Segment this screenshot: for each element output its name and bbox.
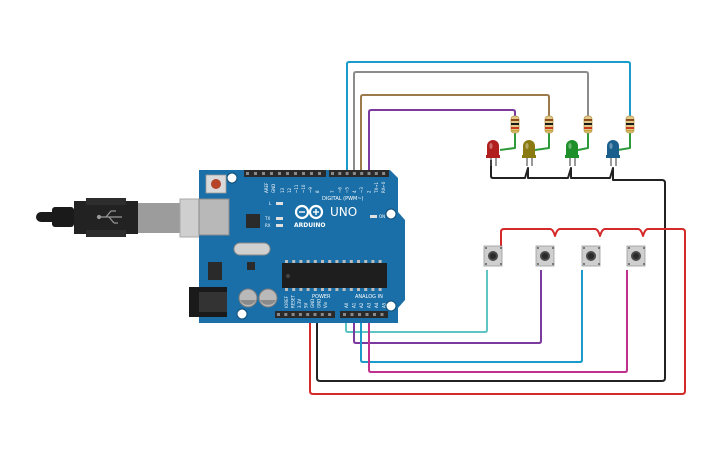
wire-gray-to-green-led[interactable] bbox=[353, 71, 589, 172]
voltage-regulator bbox=[208, 262, 222, 280]
wire-green-yellow-led bbox=[534, 133, 550, 151]
board-brand: ARDUINO bbox=[294, 222, 325, 229]
digital-pin-label: 2 bbox=[367, 190, 372, 193]
digital-pin-label: 12 bbox=[287, 187, 292, 193]
l-label: L bbox=[269, 201, 272, 206]
leds bbox=[486, 140, 620, 166]
on-label: ON bbox=[379, 214, 385, 219]
wire-green-red-led bbox=[499, 133, 516, 151]
digital-header-right[interactable] bbox=[329, 170, 389, 177]
digital-pin-label: ~9 bbox=[308, 187, 313, 193]
blue-led[interactable] bbox=[606, 140, 620, 166]
push-button[interactable] bbox=[483, 245, 503, 267]
power-pin-label: Vin bbox=[323, 301, 328, 308]
push-buttons bbox=[483, 245, 646, 267]
digital-pin-label: ~5 bbox=[345, 187, 350, 193]
push-button[interactable] bbox=[626, 245, 646, 267]
analog-pin-label: A1 bbox=[352, 302, 357, 308]
resistor[interactable] bbox=[583, 115, 593, 134]
digital-pin-label: 7 bbox=[330, 190, 335, 193]
resistor[interactable] bbox=[510, 115, 520, 134]
digital-pin-label: 13 bbox=[280, 187, 285, 193]
power-label: POWER bbox=[312, 294, 331, 300]
analog-in-label: ANALOG IN bbox=[355, 294, 383, 300]
wire-brown-to-yellow-led[interactable] bbox=[360, 94, 550, 172]
mounting-hole bbox=[385, 300, 397, 312]
resistor[interactable] bbox=[544, 115, 554, 134]
resistors bbox=[510, 115, 635, 134]
mounting-hole bbox=[385, 208, 397, 220]
led-on-indicator bbox=[370, 215, 377, 218]
usb-port bbox=[198, 198, 230, 236]
digital-pin-label: RX←0 bbox=[381, 181, 386, 193]
gnd-label: GND bbox=[271, 184, 276, 193]
analog-pin-label: A4 bbox=[374, 302, 379, 308]
digital-pin-label: ~6 bbox=[337, 187, 342, 193]
power-pin-label: IOREF bbox=[284, 295, 289, 308]
led-l-indicator bbox=[276, 202, 283, 205]
wire-purple-to-red-led[interactable] bbox=[368, 109, 516, 172]
wire-red-5v-rail[interactable] bbox=[309, 228, 686, 395]
atmega-chip bbox=[282, 260, 387, 291]
digital-pin-label: TX→1 bbox=[374, 181, 379, 194]
analog-pin-label: A2 bbox=[359, 302, 364, 308]
wire-blue-a2[interactable] bbox=[360, 270, 583, 363]
digital-pin-label: ~3 bbox=[359, 187, 364, 193]
wire-purple-a1[interactable] bbox=[353, 270, 542, 344]
wire-magenta-a3[interactable] bbox=[368, 270, 628, 373]
digital-header-left[interactable] bbox=[244, 170, 326, 177]
wire-black-led-ground[interactable] bbox=[316, 160, 666, 382]
digital-pin-label: ~11 bbox=[294, 184, 299, 193]
board-model: UNO bbox=[330, 205, 357, 219]
usb-chip bbox=[246, 214, 260, 228]
aref-label: AREF bbox=[264, 182, 269, 193]
wire-green-green-led bbox=[577, 133, 589, 151]
mounting-hole bbox=[236, 308, 248, 320]
power-header[interactable] bbox=[275, 311, 335, 318]
analog-pin-label: A5 bbox=[382, 302, 387, 308]
green-led[interactable] bbox=[565, 140, 579, 166]
power-pin-label: GND bbox=[317, 299, 322, 308]
usb-icon bbox=[96, 210, 122, 224]
power-jack[interactable] bbox=[189, 287, 227, 317]
wire-blue-to-blue-led[interactable] bbox=[346, 61, 631, 172]
led-tx-indicator bbox=[276, 217, 283, 220]
crystal-oscillator bbox=[233, 242, 271, 256]
mounting-hole bbox=[226, 172, 238, 184]
rx-label: RX bbox=[265, 223, 271, 228]
digital-pin-label: 4 bbox=[352, 190, 357, 193]
red-led[interactable] bbox=[486, 140, 500, 166]
tx-label: TX bbox=[264, 216, 270, 221]
yellow-led[interactable] bbox=[522, 140, 536, 166]
wire-green-blue-led bbox=[617, 133, 631, 151]
digital-pin-label: 8 bbox=[315, 190, 320, 193]
digital-pin-label: ~10 bbox=[301, 184, 306, 193]
wires bbox=[309, 61, 686, 395]
reset-button[interactable] bbox=[205, 174, 227, 194]
power-pin-label: GND bbox=[310, 299, 315, 308]
digital-pwm-label: DIGITAL (PWM~) bbox=[322, 196, 364, 202]
analog-header[interactable] bbox=[340, 311, 388, 318]
arduino-logo-icon bbox=[294, 204, 324, 220]
usb-cable[interactable] bbox=[36, 198, 227, 238]
analog-pin-label: A0 bbox=[344, 302, 349, 308]
resistor[interactable] bbox=[625, 115, 635, 134]
power-pin-label: 3.3V bbox=[297, 299, 302, 308]
led-rx-indicator bbox=[276, 224, 283, 227]
wire-cyan-a0[interactable] bbox=[345, 270, 488, 333]
power-pin-label: 5V bbox=[304, 302, 309, 308]
analog-pin-label: A3 bbox=[367, 302, 372, 308]
power-pin-label: RESET bbox=[291, 295, 296, 308]
push-button[interactable] bbox=[535, 245, 555, 267]
push-button[interactable] bbox=[581, 245, 601, 267]
